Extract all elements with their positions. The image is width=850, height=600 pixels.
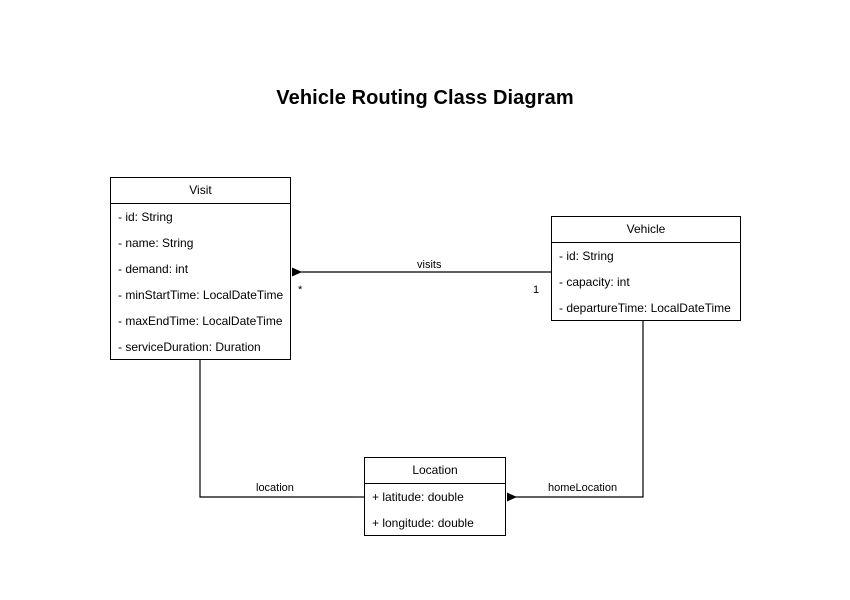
attribute-row: - capacity: int [559, 275, 630, 289]
attribute-row: + latitude: double [372, 490, 464, 504]
class-name-vehicle: Vehicle [552, 217, 740, 243]
edge-home-location [507, 321, 644, 502]
attribute-list-location: + latitude: double + longitude: double [365, 484, 505, 536]
edge-location [199, 360, 374, 502]
edge-label-home-location: homeLocation [545, 482, 621, 494]
attribute-list-vehicle: - id: String - capacity: int - departure… [552, 243, 740, 321]
class-box-visit[interactable]: Visit - id: String - name: String - dema… [110, 177, 291, 360]
class-box-vehicle[interactable]: Vehicle - id: String - capacity: int - d… [551, 216, 741, 321]
edge-label-location: location [253, 482, 297, 494]
class-box-location[interactable]: Location + latitude: double + longitude:… [364, 457, 506, 536]
edge-label-visits: visits [414, 259, 445, 271]
attribute-row: - demand: int [118, 262, 189, 276]
attribute-list-visit: - id: String - name: String - demand: in… [111, 204, 290, 360]
class-name-visit: Visit [111, 178, 290, 204]
attribute-row: - departureTime: LocalDateTime [559, 301, 731, 315]
attribute-row: - minStartTime: LocalDateTime [118, 288, 284, 302]
attribute-row: - maxEndTime: LocalDateTime [118, 314, 283, 328]
multiplicity-vehicle-one: 1 [533, 284, 540, 296]
attribute-row: - id: String [118, 210, 173, 224]
attribute-row: - serviceDuration: Duration [118, 340, 261, 354]
multiplicity-visit-many: * [298, 284, 303, 296]
class-name-location: Location [365, 458, 505, 484]
attribute-row: - name: String [118, 236, 194, 250]
attribute-row: - id: String [559, 249, 614, 263]
page-title: Vehicle Routing Class Diagram [276, 87, 574, 109]
attribute-row: + longitude: double [372, 516, 474, 530]
